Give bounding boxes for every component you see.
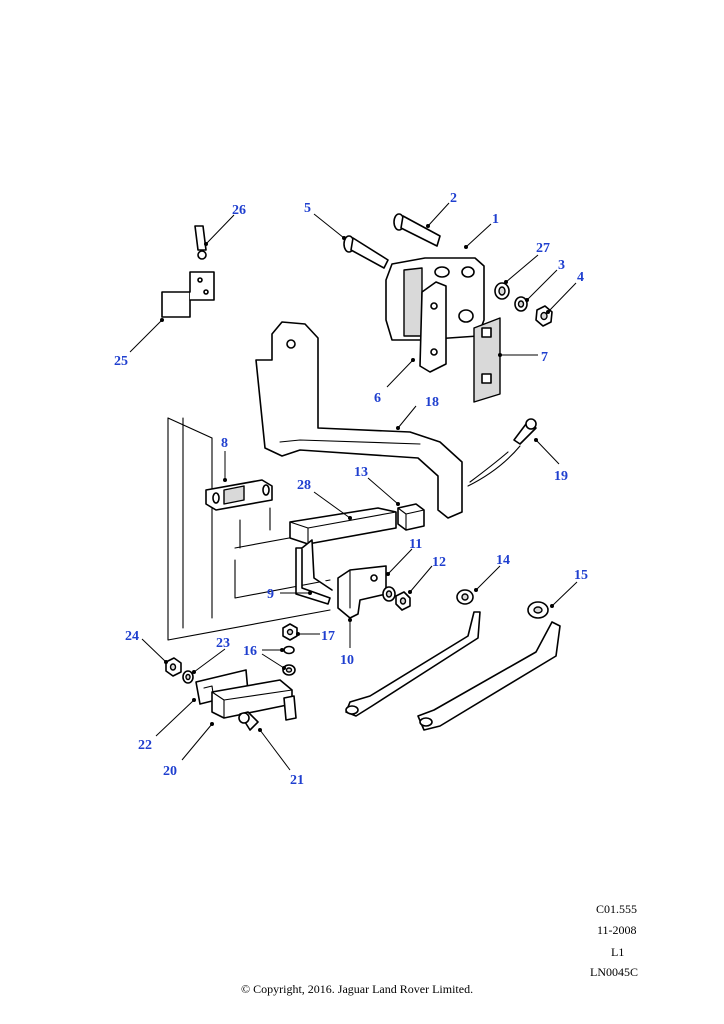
callout-20: 20: [163, 764, 177, 779]
callout-24: 24: [125, 629, 139, 644]
part-3-spring-washer: [514, 296, 528, 312]
part-8-clamp: [205, 479, 273, 511]
callout-8: 8: [221, 436, 228, 451]
callout-26: 26: [232, 203, 246, 218]
callout-3: 3: [558, 258, 565, 273]
part-11-washer: [382, 586, 396, 602]
part-28-bar: [289, 507, 397, 545]
callout-13: 13: [354, 465, 368, 480]
callout-11: 11: [409, 537, 422, 552]
part-6-hinge-leaf: [419, 281, 447, 373]
part-12-nut: [395, 591, 411, 611]
part-7-plate: [473, 317, 501, 403]
arc-indicator-2: [469, 451, 509, 483]
part-14-stay: [345, 589, 481, 717]
callout-19: 19: [554, 469, 568, 484]
part-26-clip: [194, 225, 207, 260]
callout-15: 15: [574, 568, 588, 583]
reference-date: 11-2008: [597, 923, 637, 937]
callout-18: 18: [425, 395, 439, 410]
callout-12: 12: [432, 555, 446, 570]
callout-4: 4: [577, 270, 584, 285]
callout-25: 25: [114, 354, 128, 369]
reference-code: C01.555: [596, 902, 638, 916]
reference-level: L1: [611, 945, 625, 959]
part-18-arm: [255, 321, 463, 519]
callout-9: 9: [267, 587, 274, 602]
callout-21: 21: [290, 773, 304, 788]
callout-6: 6: [374, 391, 381, 406]
part-4-nut: [535, 305, 553, 327]
part-25-bracket: [161, 271, 215, 318]
callout-27: 27: [536, 241, 550, 256]
callout-14: 14: [496, 553, 510, 568]
part-10-bracket: [337, 565, 387, 619]
callout-16: 16: [243, 644, 257, 659]
illustration-number: LN0045C: [590, 965, 638, 979]
arc-indicator: [467, 445, 521, 487]
leader-lines: [129, 202, 578, 771]
callout-1: 1: [492, 212, 499, 227]
callout-17: 17: [321, 629, 335, 644]
part-17-nut: [282, 623, 298, 641]
copyright-notice: © Copyright, 2016. Jaguar Land Rover Lim…: [241, 982, 474, 996]
callout-23: 23: [216, 636, 230, 651]
callout-2: 2: [450, 191, 457, 206]
part-27-washer: [494, 282, 510, 300]
callout-labels: 1 2 3 4 5 6 7 8 9 10 11 12 13 14 15 16 1…: [114, 191, 588, 788]
callout-28: 28: [297, 478, 311, 493]
part-21-bolt: [238, 695, 297, 731]
callout-22: 22: [138, 738, 152, 753]
callout-7: 7: [541, 350, 548, 365]
part-23-washer: [182, 670, 194, 684]
part-5-bolt: [343, 235, 389, 269]
part-2-bolt: [393, 213, 441, 247]
part-19-screw: [513, 418, 537, 445]
door-frame: [167, 417, 331, 641]
part-15-stay: [417, 601, 561, 731]
part-16-washer: [282, 645, 296, 676]
part-24-nut: [165, 657, 182, 677]
callout-10: 10: [340, 653, 354, 668]
part-13-block: [397, 503, 425, 531]
callout-5: 5: [304, 201, 311, 216]
part-9-link: [295, 539, 333, 605]
